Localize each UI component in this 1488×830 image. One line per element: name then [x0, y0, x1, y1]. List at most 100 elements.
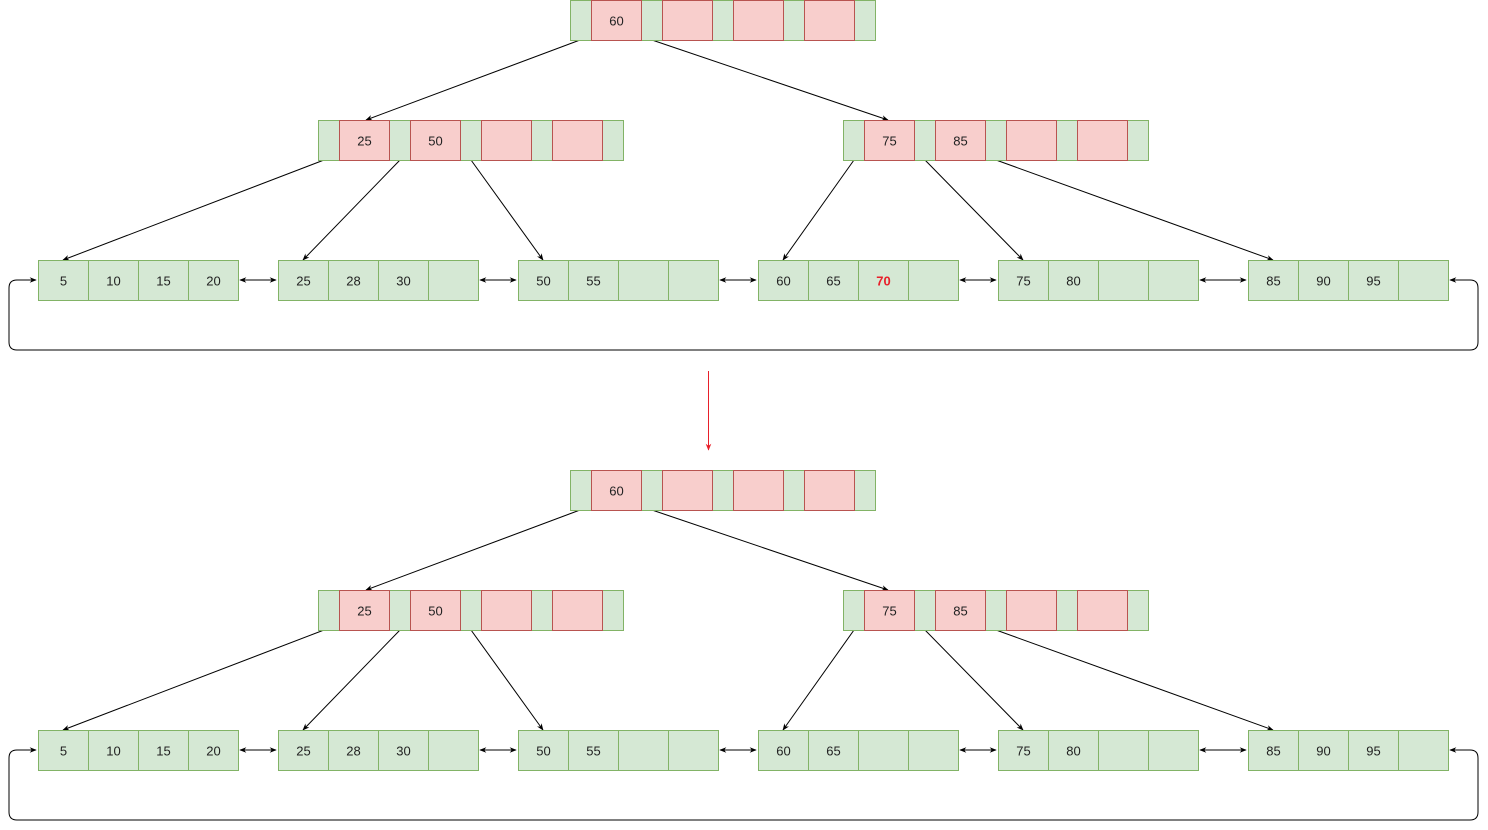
leaf-node: 5 10 15 20 — [38, 730, 239, 771]
key-label: 25 — [357, 134, 371, 149]
key-cell — [733, 0, 784, 41]
leaf-key-label: 5 — [60, 744, 67, 759]
internal-node: 25 50 — [318, 120, 624, 161]
leaf-cell — [518, 260, 569, 301]
key-cell — [591, 470, 642, 511]
leaf-cell — [328, 260, 379, 301]
key-cell — [864, 590, 915, 631]
key-cell — [552, 120, 603, 161]
deleted-key-label: 70 — [876, 274, 890, 289]
leaf-cell — [1048, 730, 1099, 771]
leaf-cell — [428, 260, 479, 301]
root-node: 60 — [570, 470, 876, 511]
key-cell — [410, 590, 461, 631]
key-label: 50 — [428, 134, 442, 149]
key-cell — [339, 120, 390, 161]
leaf-node: 60 65 — [758, 730, 959, 771]
leaf-cell — [618, 730, 669, 771]
leaf-cell — [428, 730, 479, 771]
root-to-internal-edge — [365, 39, 581, 121]
key-label: 85 — [953, 134, 967, 149]
circular-leaf-link — [8, 277, 1479, 351]
leaf-cell — [328, 730, 379, 771]
leaf-cell — [378, 260, 429, 301]
internal-to-leaf-edge — [302, 629, 401, 731]
leaf-cell — [188, 260, 239, 301]
root-to-internal-edge — [651, 39, 889, 121]
leaf-cell — [858, 260, 909, 301]
root-to-internal-edge — [365, 509, 581, 591]
leaf-cell — [808, 730, 859, 771]
key-cell — [1006, 120, 1057, 161]
key-cell — [481, 590, 532, 631]
key-cell — [1077, 120, 1128, 161]
leaf-cell — [858, 730, 909, 771]
leaf-key-label: 85 — [1266, 274, 1280, 289]
leaf-cell — [88, 730, 139, 771]
internal-to-leaf-edge — [62, 159, 325, 261]
leaf-cell — [908, 730, 959, 771]
key-cell — [339, 590, 390, 631]
leaf-key-label: 28 — [346, 274, 360, 289]
leaf-cell — [188, 730, 239, 771]
key-cell — [662, 470, 713, 511]
key-cell — [1006, 590, 1057, 631]
leaf-key-label: 10 — [106, 744, 120, 759]
leaf-cell — [88, 260, 139, 301]
key-label: 60 — [609, 14, 623, 29]
leaf-key-label: 95 — [1366, 274, 1380, 289]
leaf-key-label: 60 — [776, 744, 790, 759]
leaf-cell — [1398, 260, 1449, 301]
key-cell — [481, 120, 532, 161]
leaf-cell — [1148, 260, 1199, 301]
internal-to-leaf-edge — [470, 159, 544, 261]
leaf-cell — [38, 260, 89, 301]
leaf-key-label: 15 — [156, 274, 170, 289]
leaf-cell — [1348, 260, 1399, 301]
leaf-key-label: 25 — [296, 744, 310, 759]
leaf-key-label: 5 — [60, 274, 67, 289]
leaf-node: 85 90 95 — [1248, 260, 1449, 301]
leaf-key-label: 95 — [1366, 744, 1380, 759]
leaf-cell — [998, 730, 1049, 771]
leaf-key-label: 65 — [826, 274, 840, 289]
internal-to-leaf-edge — [995, 159, 1274, 261]
leaf-key-label: 75 — [1016, 744, 1030, 759]
leaf-key-label: 80 — [1066, 744, 1080, 759]
leaf-key-label: 20 — [206, 744, 220, 759]
internal-to-leaf-edge — [782, 629, 855, 731]
edges-layer — [8, 39, 1479, 821]
leaf-cell — [668, 730, 719, 771]
leaf-cell — [278, 260, 329, 301]
leaf-cell — [1048, 260, 1099, 301]
leaf-key-label: 15 — [156, 744, 170, 759]
leaf-key-label: 25 — [296, 274, 310, 289]
leaf-cell — [758, 730, 809, 771]
internal-to-leaf-edge — [995, 629, 1274, 731]
leaf-key-label: 85 — [1266, 744, 1280, 759]
key-label: 50 — [428, 604, 442, 619]
leaf-cell — [1098, 730, 1149, 771]
root-to-internal-edge — [651, 509, 889, 591]
leaf-cell — [568, 260, 619, 301]
leaf-key-label: 65 — [826, 744, 840, 759]
leaf-key-label: 55 — [586, 744, 600, 759]
leaf-node: 75 80 — [998, 730, 1199, 771]
key-cell — [662, 0, 713, 41]
leaf-key-label: 50 — [536, 744, 550, 759]
key-cell — [410, 120, 461, 161]
key-label: 60 — [609, 484, 623, 499]
leaf-key-label: 90 — [1316, 274, 1330, 289]
leaf-key-label: 30 — [396, 274, 410, 289]
leaf-key-label: 55 — [586, 274, 600, 289]
leaf-key-label: 75 — [1016, 274, 1030, 289]
leaf-cell — [568, 730, 619, 771]
